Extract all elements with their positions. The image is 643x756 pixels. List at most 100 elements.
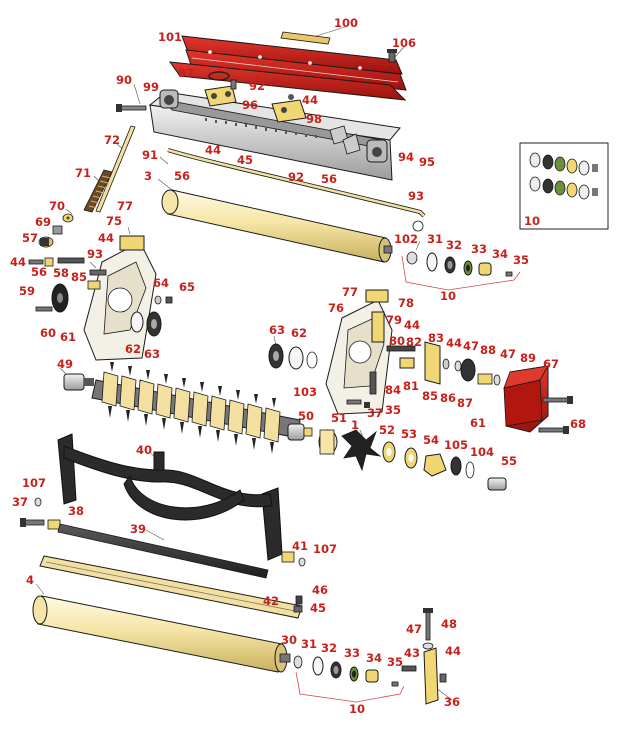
callout-label-57: 57 — [22, 231, 38, 245]
left-hardware — [28, 257, 173, 337]
shaft-39 — [57, 523, 269, 579]
callout-label-71: 71 — [75, 166, 91, 180]
bolt-90 — [116, 104, 147, 112]
callout-label-100: 100 — [334, 16, 358, 30]
callout-label-83: 83 — [428, 331, 444, 345]
callout-label-33: 33 — [344, 646, 360, 660]
callout-label-4: 4 — [26, 573, 34, 587]
callout-label-85: 85 — [71, 270, 87, 284]
callout-label-101: 101 — [158, 30, 182, 44]
callout-label-44: 44 — [302, 93, 318, 107]
callout-label-47: 47 — [406, 622, 422, 636]
callout-label-91: 91 — [142, 148, 158, 162]
callout-label-36: 36 — [444, 695, 460, 709]
frame-40 — [57, 433, 283, 561]
callout-label-35: 35 — [387, 655, 403, 669]
callout-label-107: 107 — [22, 476, 46, 490]
roller-scraper-101 — [168, 35, 407, 101]
callout-label-38: 38 — [68, 504, 84, 518]
bracket-98 — [271, 94, 307, 123]
bracket-97-92 — [204, 71, 237, 107]
callout-label-69: 69 — [35, 215, 51, 229]
callout-label-80: 80 — [389, 334, 405, 348]
callout-label-70: 70 — [49, 199, 65, 213]
callout-label-44: 44 — [445, 644, 461, 658]
callout-label-86: 86 — [440, 391, 456, 405]
callout-label-78: 78 — [398, 296, 414, 310]
callout-label-45: 45 — [237, 153, 253, 167]
callout-label-34: 34 — [366, 651, 382, 665]
callout-label-44: 44 — [10, 255, 26, 269]
callout-label-44: 44 — [404, 318, 420, 332]
group-bracket-10a — [401, 255, 521, 291]
callout-label-94: 94 — [398, 150, 414, 164]
sleeve-51 — [318, 429, 338, 455]
group-bracket-10b — [295, 671, 405, 703]
reel-shaft-ends — [63, 373, 313, 441]
callout-label-1: 1 — [351, 418, 359, 432]
callout-label-56: 56 — [321, 172, 337, 186]
callout-label-32: 32 — [446, 238, 462, 252]
callout-label-51: 51 — [331, 411, 347, 425]
spacers-52-55 — [382, 441, 507, 491]
callout-label-55: 55 — [501, 454, 517, 468]
callout-label-106: 106 — [392, 36, 416, 50]
screw-106 — [387, 49, 397, 63]
callout-label-84: 84 — [385, 383, 401, 397]
callout-label-107: 107 — [313, 542, 337, 556]
callout-label-54: 54 — [423, 433, 439, 447]
callout-label-44: 44 — [446, 336, 462, 350]
bearing-set-102-35 — [406, 251, 513, 277]
callout-label-105: 105 — [444, 438, 468, 452]
callout-label-31: 31 — [301, 637, 317, 651]
callout-label-59: 59 — [19, 284, 35, 298]
callout-label-32: 32 — [321, 641, 337, 655]
callout-label-65: 65 — [179, 280, 195, 294]
callout-label-63: 63 — [269, 323, 285, 337]
screws-45-46 — [293, 595, 303, 613]
callout-label-87: 87 — [457, 396, 473, 410]
callout-label-48: 48 — [441, 617, 457, 631]
nut-69 — [52, 225, 63, 235]
inset-bearing-kit — [519, 142, 609, 230]
callout-label-58: 58 — [53, 266, 69, 280]
callout-label-44: 44 — [98, 231, 114, 245]
callout-label-10: 10 — [440, 289, 456, 303]
callout-label-35: 35 — [513, 253, 529, 267]
callout-label-104: 104 — [470, 445, 494, 459]
hardware-41-107 — [281, 551, 306, 567]
callout-label-77: 77 — [342, 285, 358, 299]
roller-shaft-91 — [167, 147, 426, 232]
height-bracket-36 — [401, 608, 447, 705]
verticut-reel-103 — [91, 362, 301, 454]
callout-label-92: 92 — [288, 170, 304, 184]
callout-label-103: 103 — [293, 385, 317, 399]
callout-label-93: 93 — [408, 189, 424, 203]
callout-label-98: 98 — [306, 112, 322, 126]
callout-label-76: 76 — [328, 301, 344, 315]
callout-label-67: 67 — [543, 357, 559, 371]
callout-label-37: 37 — [12, 495, 28, 509]
callout-label-44: 44 — [205, 143, 221, 157]
callout-label-42: 42 — [263, 594, 279, 608]
callout-label-10: 10 — [349, 702, 365, 716]
callout-label-31: 31 — [427, 232, 443, 246]
side-plate-right — [325, 289, 393, 415]
callout-label-64: 64 — [153, 276, 169, 290]
callout-label-50: 50 — [298, 409, 314, 423]
callout-label-45: 45 — [310, 601, 326, 615]
callout-label-77: 77 — [117, 199, 133, 213]
front-roller-3 — [161, 189, 393, 263]
cutter-1 — [341, 429, 382, 472]
callout-label-99: 99 — [143, 80, 159, 94]
callout-label-33: 33 — [471, 242, 487, 256]
callout-label-34: 34 — [492, 247, 508, 261]
callout-label-41: 41 — [292, 539, 308, 553]
callout-label-62: 62 — [291, 326, 307, 340]
callout-label-75: 75 — [106, 214, 122, 228]
callout-label-97: 97 — [178, 66, 194, 80]
callout-label-68: 68 — [570, 417, 586, 431]
